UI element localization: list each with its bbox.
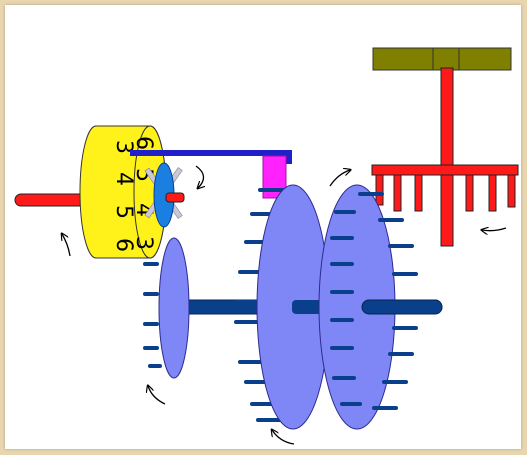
vertical-red-shaft <box>441 68 453 246</box>
rod-end <box>286 150 292 164</box>
crown-tooth <box>489 175 496 211</box>
olive-hub <box>433 48 459 70</box>
crown-gear-assembly <box>372 48 518 246</box>
drum-digit: 3 <box>131 236 156 250</box>
crown-tooth <box>394 175 401 211</box>
drum-digit: 6 <box>131 136 156 150</box>
crown-tooth <box>415 175 422 211</box>
right-gear-axle-end <box>362 300 442 314</box>
diagram-canvas: 3 4 5 6 6 5 4 3 <box>5 5 521 449</box>
small-gear-disc <box>159 238 189 378</box>
curved-arrow-icon <box>330 170 350 186</box>
small-gear <box>143 238 189 378</box>
curved-arrow-icon <box>148 386 165 404</box>
right-gear <box>319 185 442 429</box>
pinion-stub-shaft <box>166 193 184 202</box>
crown-tooth <box>376 175 383 205</box>
crown-tooth <box>508 175 515 207</box>
curved-arrow-icon <box>482 228 506 231</box>
middle-gear-hub <box>292 300 322 314</box>
curved-arrow-icon <box>272 430 294 444</box>
curved-arrow-icon <box>196 166 204 188</box>
number-drum: 3 4 5 6 6 5 4 3 <box>15 126 166 258</box>
connecting-rod <box>130 150 290 156</box>
drum-input-shaft <box>15 194 85 206</box>
crown-gear-bar <box>372 165 518 175</box>
curved-arrow-icon <box>62 234 70 256</box>
crown-tooth <box>466 175 473 211</box>
